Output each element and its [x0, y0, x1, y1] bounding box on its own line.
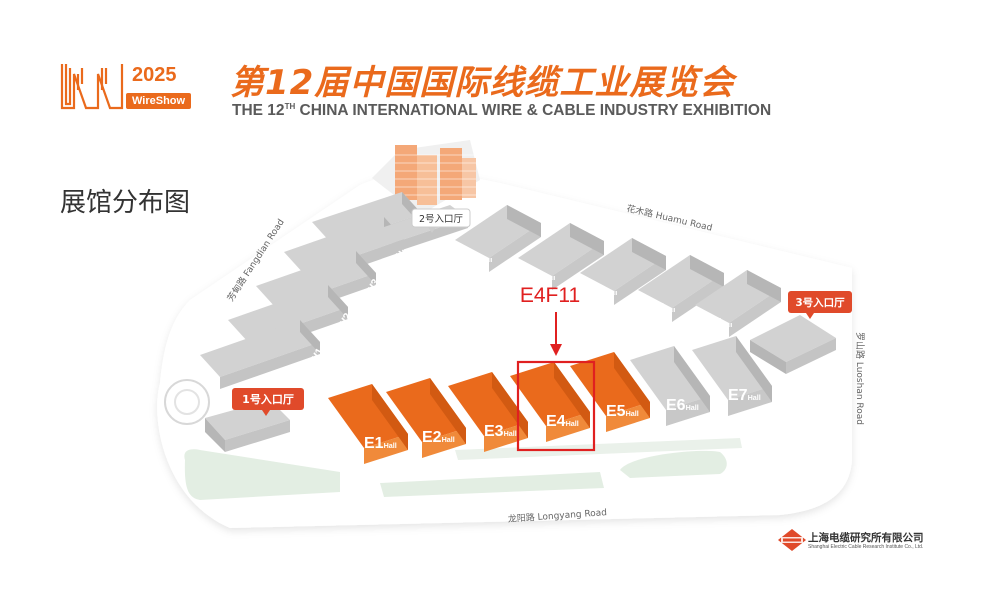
booth-arrow-icon — [550, 312, 562, 356]
hall-label-n1: N1Hall — [465, 250, 493, 265]
hall-label-e4: E4Hall — [546, 413, 579, 430]
svg-text:1号入口厅: 1号入口厅 — [242, 393, 294, 406]
hall-label-e3: E3Hall — [484, 423, 517, 440]
entrance-badge-1: 1号入口厅 — [232, 388, 304, 416]
hall-w1[interactable]: W1Hall — [200, 320, 331, 389]
hall-label-n3: N3Hall — [590, 283, 618, 298]
entrance-badge-3: 3号入口厅 — [788, 291, 852, 319]
hall-label-e7: E7Hall — [728, 387, 761, 404]
green-area-west — [184, 449, 340, 500]
hall-n2[interactable]: N2Hall — [518, 223, 604, 290]
hall-n5[interactable]: N5Hall — [695, 270, 781, 337]
green-strip — [455, 438, 742, 460]
hall-label-e2: E2Hall — [422, 429, 455, 446]
hall-e4[interactable]: E4Hall — [510, 362, 590, 442]
entrance-badge-2: 2号入口厅 — [411, 208, 471, 233]
hall-label-n2: N2Hall — [528, 268, 556, 283]
entrance-building-3 — [750, 315, 836, 374]
hall-n3[interactable]: N3Hall — [580, 238, 666, 305]
booth-label: E4F11 — [520, 284, 580, 307]
logo-badge: WireShow — [126, 93, 192, 109]
hall-e1[interactable]: E1Hall — [328, 384, 408, 464]
green-area-center — [380, 472, 604, 497]
hall-e6[interactable]: E6Hall — [630, 346, 710, 426]
road-label-luoshan: 罗山路 Luoshan Road — [854, 332, 866, 425]
page-title: 展馆分布图 — [60, 188, 191, 218]
svg-text:2号入口厅: 2号入口厅 — [419, 214, 464, 225]
company-name-en: Shanghai Electric Cable Research Institu… — [808, 544, 924, 550]
hall-n4[interactable]: N4Hall — [638, 255, 724, 322]
exhibition-title-en: THE 12TH CHINA INTERNATIONAL WIRE & CABL… — [232, 102, 772, 120]
hall-label-n5: N5Hall — [705, 315, 733, 330]
wireshow-logo-icon — [60, 64, 124, 110]
hall-label-e1: E1Hall — [364, 435, 397, 452]
booth-highlight-box — [516, 360, 596, 452]
hall-label-n4: N4Hall — [648, 300, 676, 315]
svg-text:3号入口厅: 3号入口厅 — [795, 297, 845, 309]
hall-e2[interactable]: E2Hall — [386, 378, 466, 458]
hall-e5[interactable]: E5Hall — [570, 352, 650, 432]
towers — [395, 145, 476, 205]
hall-label-e5: E5Hall — [606, 403, 639, 420]
exhibition-title-cn: 第12届中国国际线缆工业展览会 — [230, 63, 735, 103]
company-logo-icon — [778, 529, 806, 551]
green-area-east — [620, 450, 727, 478]
hall-label-e6: E6Hall — [666, 397, 699, 414]
company-name-cn: 上海电缆研究所有限公司 — [808, 532, 924, 544]
logo-year: 2025 — [132, 64, 177, 86]
hall-n1[interactable]: N1Hall — [455, 205, 541, 272]
hall-e7[interactable]: E7Hall — [692, 336, 772, 416]
roundabout — [164, 379, 210, 425]
